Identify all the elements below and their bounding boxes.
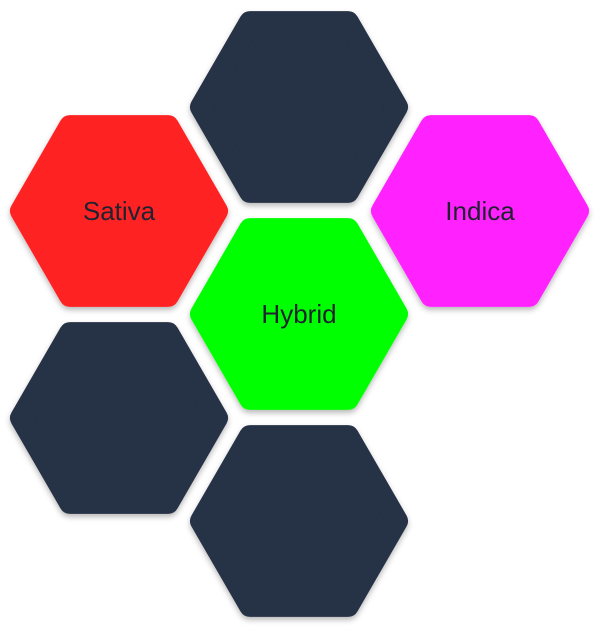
hex-tile-bottom-left[interactable] [10, 322, 228, 514]
hex-tile-bottom[interactable] [190, 425, 408, 617]
hex-tile-sativa-label: Sativa [83, 196, 156, 226]
hex-tile-indica-label: Indica [445, 196, 515, 226]
hex-tile-hybrid-label: Hybrid [261, 299, 336, 329]
hex-tile-bottom-shape [190, 425, 408, 617]
hex-tile-sativa-shape [10, 115, 228, 307]
hex-tile-hybrid[interactable]: Hybrid [190, 218, 408, 410]
hex-tile-bottom-left-shape [10, 322, 228, 514]
hex-tile-top[interactable] [190, 11, 408, 203]
hex-tile-indica[interactable]: Indica [371, 115, 589, 307]
hex-tile-indica-shape [371, 115, 589, 307]
hex-tile-hybrid-shape [190, 218, 408, 410]
hex-tile-sativa[interactable]: Sativa [10, 115, 228, 307]
hex-tile-top-shape [190, 11, 408, 203]
